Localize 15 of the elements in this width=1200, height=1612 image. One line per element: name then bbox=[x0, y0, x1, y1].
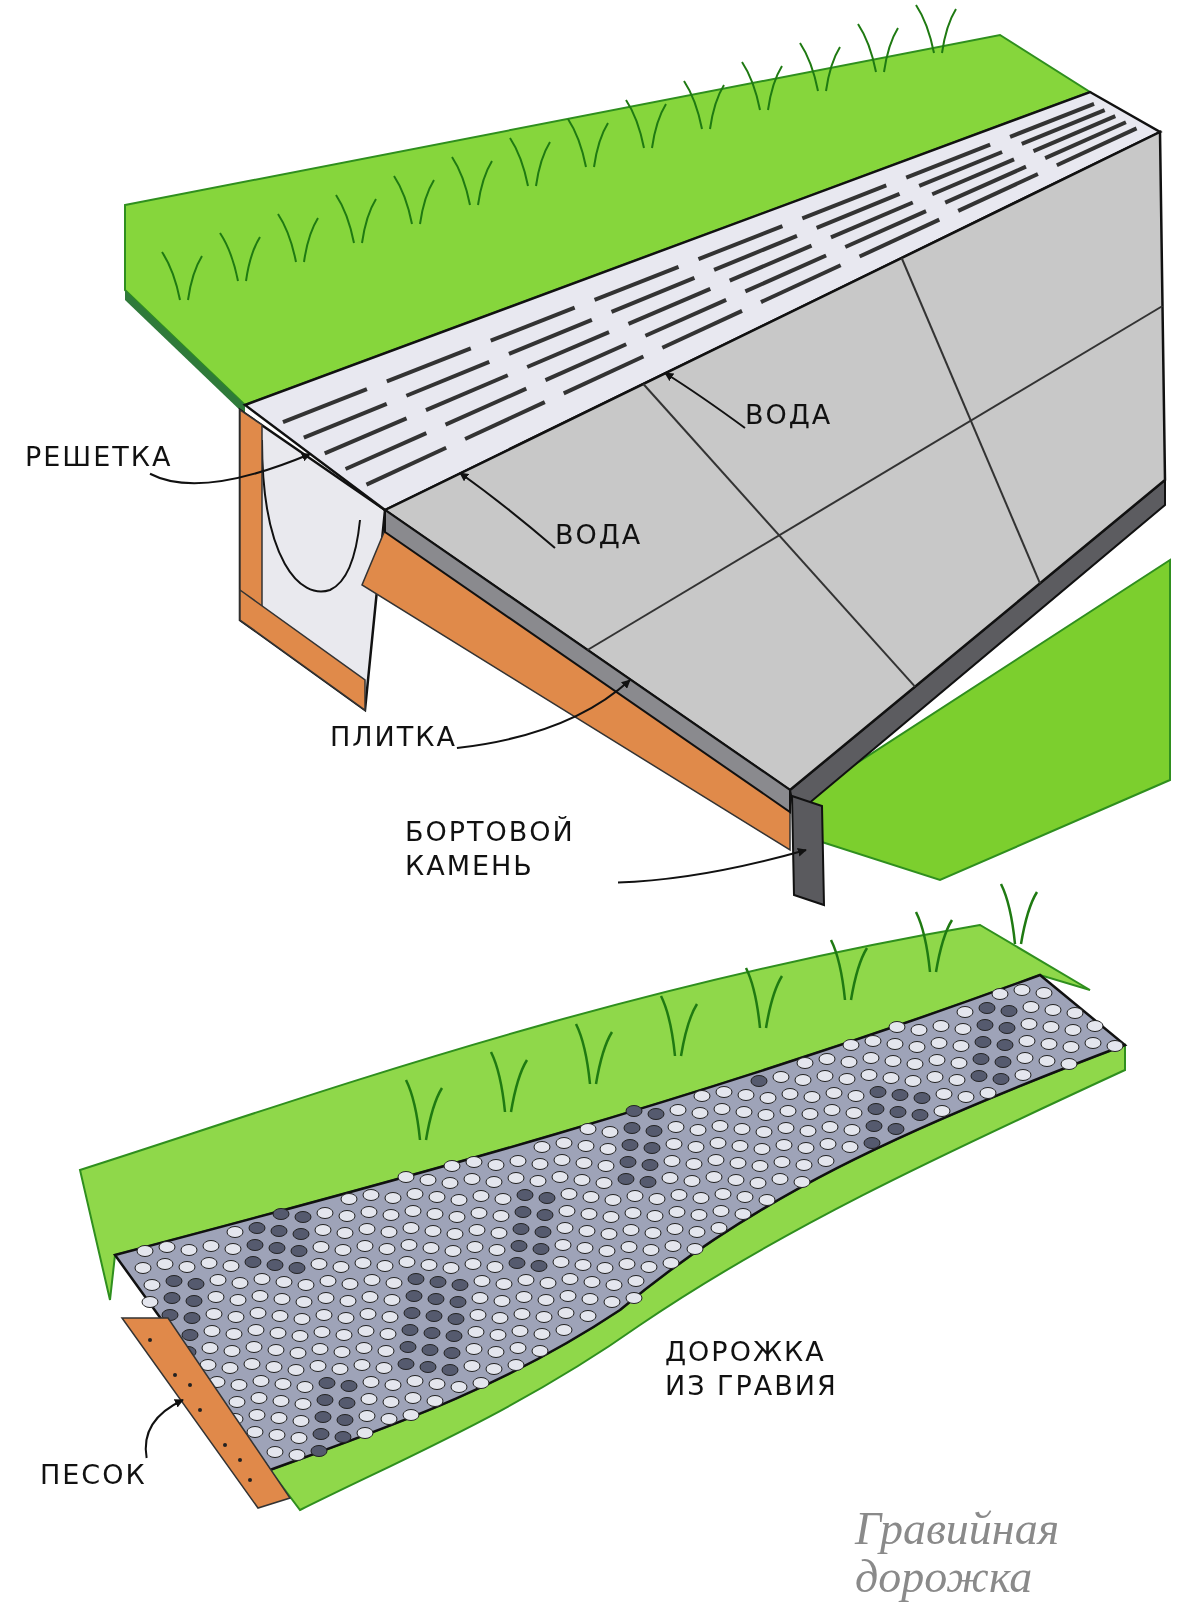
callout-label: ВОДА bbox=[745, 398, 833, 432]
leader-line bbox=[617, 847, 807, 884]
callout-label: ПЕСОК bbox=[40, 1458, 147, 1492]
curb-stone bbox=[790, 794, 826, 907]
callout-label: ПЛИТКА bbox=[330, 720, 457, 754]
part-label: ДОРОЖКА ИЗ ГРАВИЯ bbox=[665, 1335, 839, 1403]
leader-line bbox=[455, 679, 631, 749]
callout-label: БОРТОВОЙ КАМЕНЬ bbox=[405, 815, 620, 883]
leader-line bbox=[459, 472, 556, 549]
leader-line bbox=[144, 1399, 184, 1459]
callout-label: РЕШЕТКА bbox=[25, 440, 173, 474]
callout-label: ВОДА bbox=[555, 518, 643, 552]
handwritten-caption: Гравийная дорожка bbox=[855, 1505, 1061, 1602]
leader-line bbox=[149, 452, 311, 485]
leader-line bbox=[664, 372, 746, 429]
